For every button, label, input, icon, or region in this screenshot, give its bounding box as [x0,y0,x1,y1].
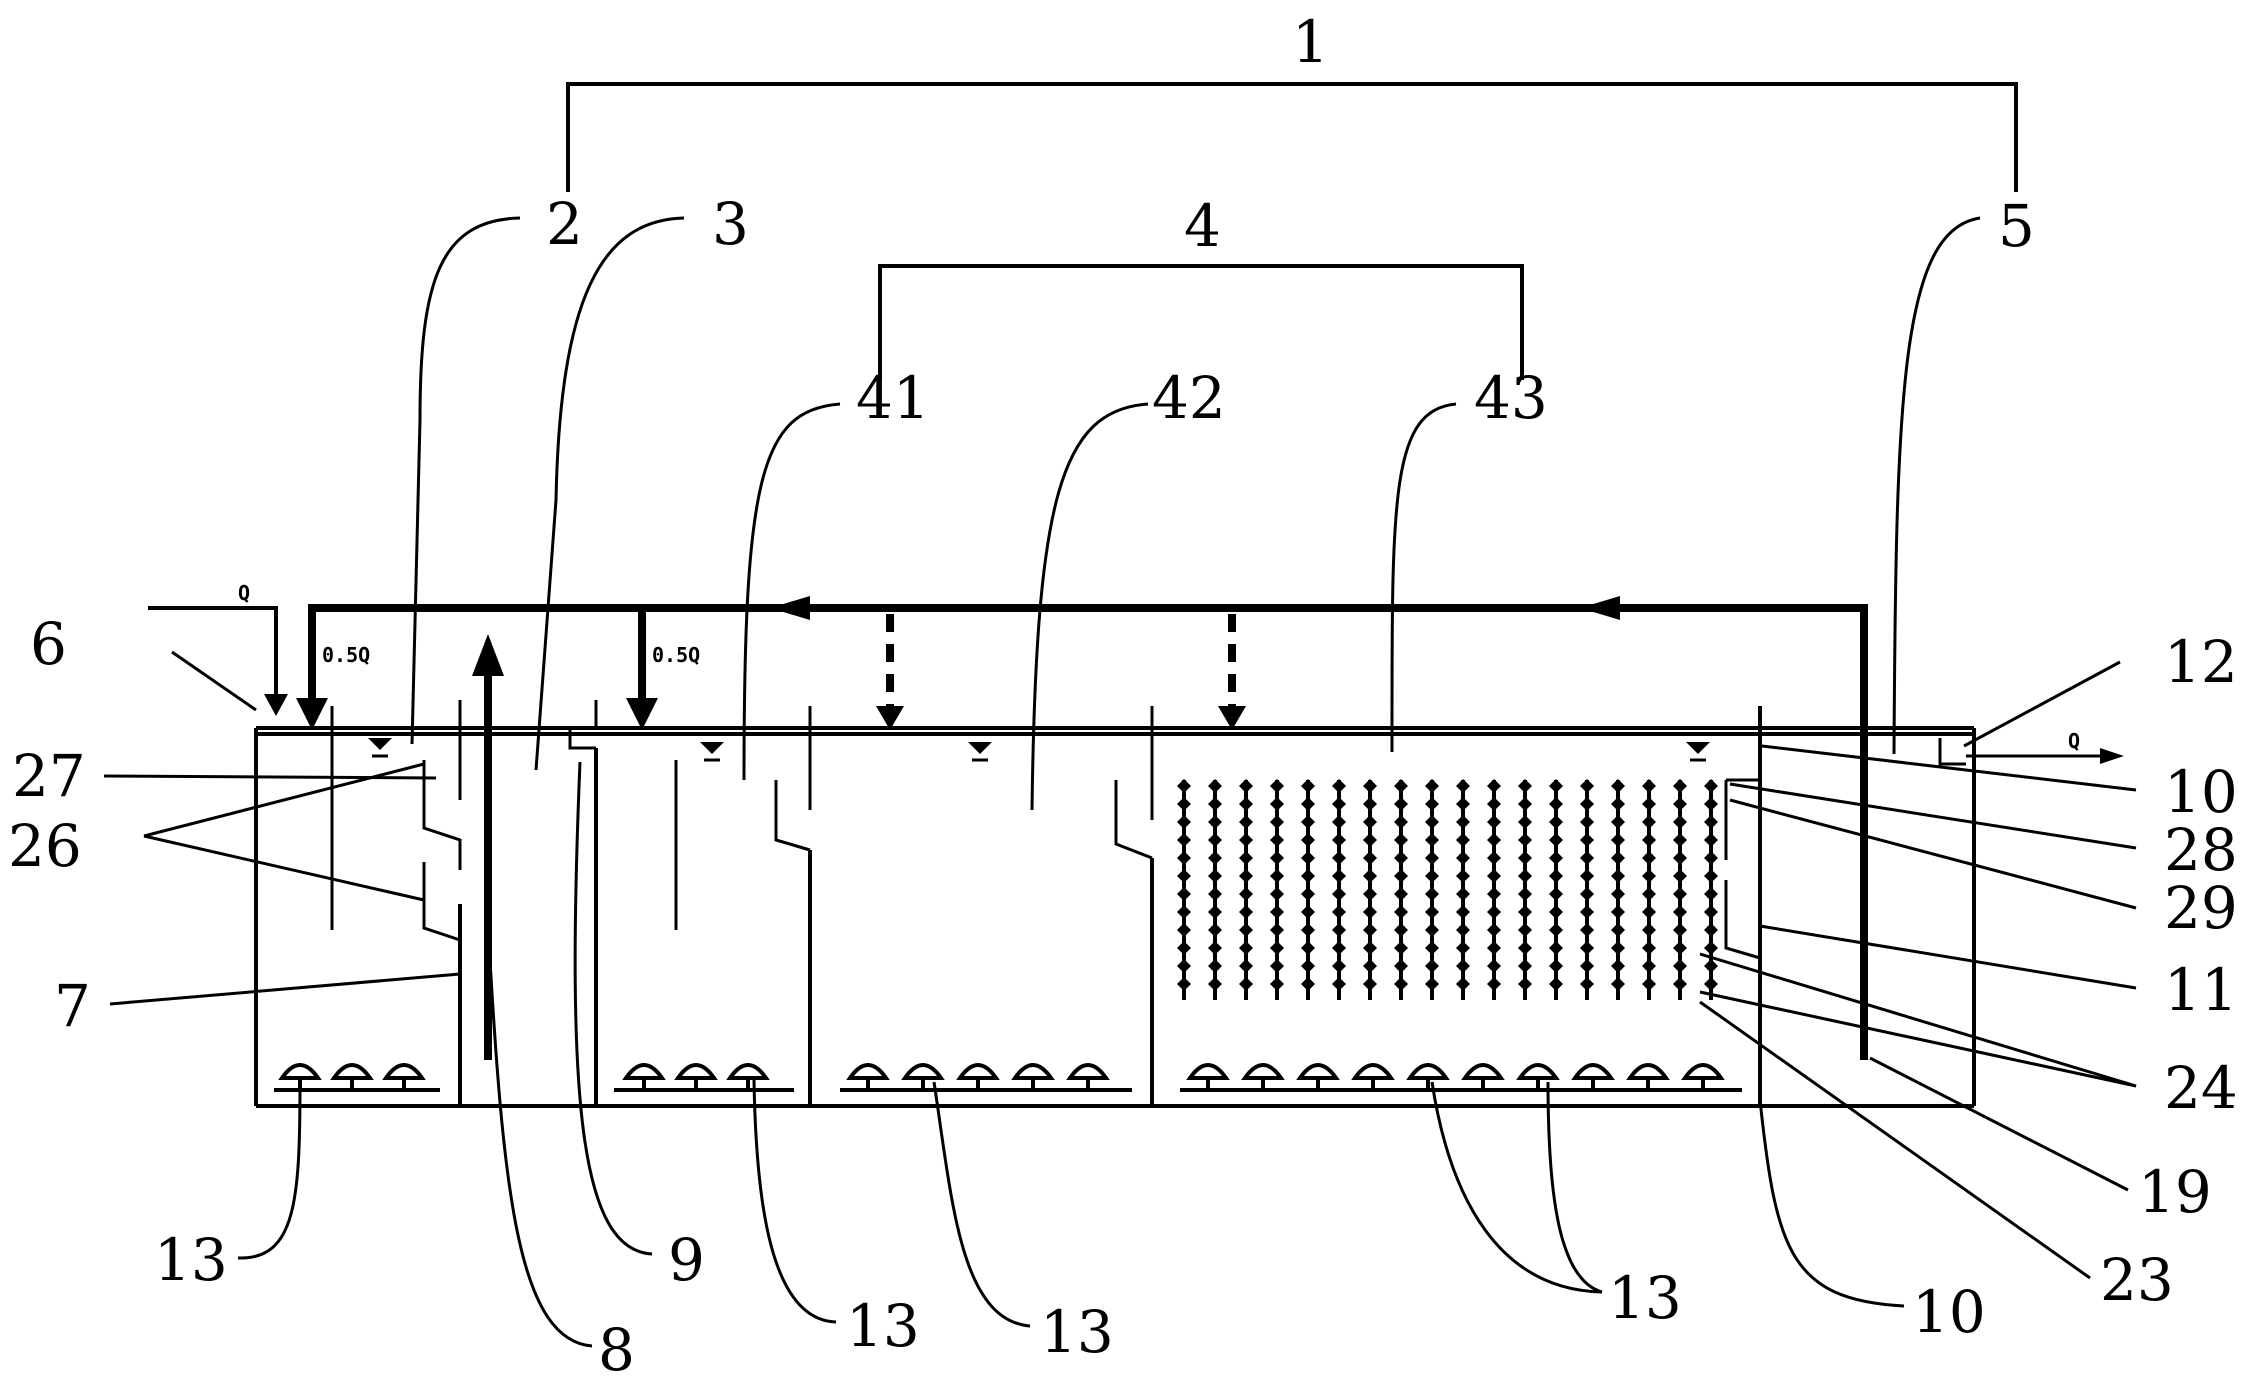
flow-labels: Q 0.5Q 0.5Q Q [238,581,2080,753]
label-13-b: 13 [846,1292,920,1360]
label-28: 28 [2164,816,2238,884]
aerator-diffuser [726,1063,770,1090]
media-string [1239,779,1253,1000]
media-string [1673,779,1687,1000]
media-string [1208,779,1222,1000]
aerator-diffuser [1626,1063,1670,1090]
label-2: 2 [546,190,583,258]
upflow-pipe [472,634,504,1060]
label-6: 6 [30,610,67,678]
label-43: 43 [1474,364,1548,432]
label-41: 41 [856,364,930,432]
aerator-diffuser [674,1063,718,1090]
tank-outline [254,726,1976,1108]
baffles-26-27 [330,700,462,942]
label-42: 42 [1152,364,1226,432]
aerator-diffuser [622,1063,666,1090]
label-8: 8 [598,1316,635,1384]
bracket-1 [566,82,2018,192]
label-13-c: 13 [1040,1298,1114,1366]
aerator-diffuser [846,1063,890,1090]
label-26: 26 [8,812,82,880]
aerator-diffuser [1461,1063,1505,1090]
media-string [1301,779,1315,1000]
media-string [1580,779,1594,1000]
label-23: 23 [2100,1246,2174,1314]
media-string [1270,779,1284,1000]
inflow-pipe [148,606,288,716]
baffles-41 [594,700,678,930]
aerator-diffuser [1011,1063,1055,1090]
dashed-feeds [876,614,1246,730]
label-24: 24 [2164,1054,2238,1122]
aerator-diffuser [1241,1063,1285,1090]
label-3: 3 [712,190,749,258]
aerator-diffuser [1681,1063,1725,1090]
aerator-diffuser [1406,1063,1450,1090]
label-29: 29 [2164,874,2238,942]
media-string [1177,779,1191,1000]
aerator-diffuser [1186,1063,1230,1090]
aerators [274,1063,1742,1092]
aerator-diffuser [1066,1063,1110,1090]
media-string [1332,779,1346,1000]
outflow-label: Q [2068,729,2080,753]
bracket-4 [878,264,1524,380]
label-9: 9 [668,1226,705,1294]
media-string [1363,779,1377,1000]
media-string [1456,779,1470,1000]
label-11: 11 [2164,956,2238,1024]
split-label-mid: 0.5Q [652,643,700,667]
label-5: 5 [1998,192,2035,260]
label-1: 1 [1292,8,1329,76]
media-string [1394,779,1408,1000]
media-string [1518,779,1532,1000]
label-13-d: 13 [1608,1264,1682,1332]
label-10-bottom: 10 [1912,1278,1986,1346]
callout-labels: 1 2 3 4 5 41 42 43 6 27 26 7 12 10 28 29… [8,8,2238,1384]
partitions [458,706,1762,1106]
label-13-a: 13 [154,1226,228,1294]
water-level-markers [368,738,1710,762]
media-string [1487,779,1501,1000]
aerator-diffuser [1571,1063,1615,1090]
aerator-diffuser [382,1063,426,1090]
media-string [1425,779,1439,1000]
aerator-diffuser [901,1063,945,1090]
aerator-diffuser [1296,1063,1340,1090]
label-10-top: 10 [2164,758,2238,826]
media-carriers [1177,779,1718,1000]
split-label-left: 0.5Q [322,643,370,667]
inflow-label: Q [238,581,250,605]
aerator-diffuser [1351,1063,1395,1090]
aerator-diffuser [1516,1063,1560,1090]
label-4: 4 [1184,192,1221,260]
leader-lines [103,216,2137,1348]
aerator-diffuser [956,1063,1000,1090]
aerator-diffuser [330,1063,374,1090]
media-string [1611,779,1625,1000]
media-string [1642,779,1656,1000]
label-19: 19 [2138,1158,2212,1226]
media-string [1704,779,1718,1000]
media-string [1549,779,1563,1000]
label-7: 7 [54,972,91,1040]
label-27: 27 [12,742,86,810]
outflow-weir [1938,738,2124,766]
return-pipe [296,596,1868,1060]
baffles-28-29-11 [1724,778,1761,960]
label-12: 12 [2164,628,2238,696]
